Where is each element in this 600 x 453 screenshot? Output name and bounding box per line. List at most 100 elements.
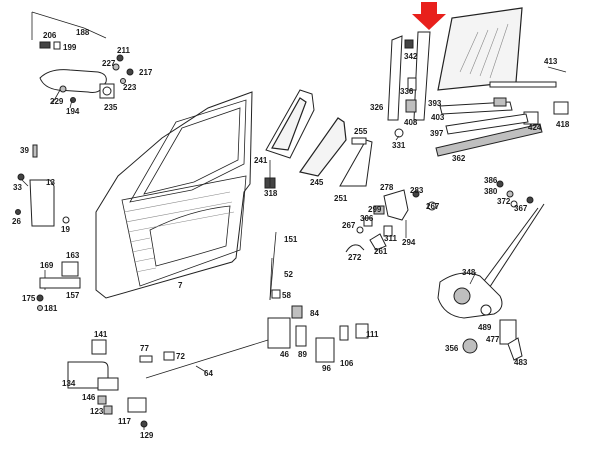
callout-134: 134 <box>62 379 76 388</box>
check-bracket-163 <box>61 261 79 277</box>
callout-89: 89 <box>298 350 307 359</box>
callout-261: 261 <box>374 247 388 256</box>
rod-64 <box>145 339 269 379</box>
callout-235: 235 <box>104 103 118 112</box>
clip-72 <box>163 351 175 361</box>
callout-229: 229 <box>50 97 64 106</box>
clip-211 <box>116 54 124 62</box>
screw-84 <box>291 305 303 319</box>
screw-146 <box>97 395 107 405</box>
door-latch-46 <box>267 317 291 349</box>
rod-272 <box>345 244 365 253</box>
regulator-arm <box>479 203 545 303</box>
lock-rods-and-latch <box>267 231 369 363</box>
screw-367 <box>526 196 534 204</box>
callout-278: 278 <box>380 183 394 192</box>
callout-241: 241 <box>254 156 268 165</box>
leader-lines <box>21 66 567 430</box>
callout-199: 199 <box>63 43 77 52</box>
clip-58 <box>271 289 281 299</box>
hinge-area <box>15 144 81 311</box>
callout-418: 418 <box>556 120 570 129</box>
callout-318: 318 <box>264 189 278 198</box>
callout-424: 424 <box>528 123 542 132</box>
callout-283: 283 <box>410 186 424 195</box>
nut-217 <box>126 68 134 76</box>
bracket-311 <box>383 225 393 237</box>
outer-handle-group <box>31 11 134 103</box>
vent-glass-245 <box>298 117 347 177</box>
bolt-33 <box>17 173 25 181</box>
washer-181 <box>37 305 43 311</box>
outer-door-handle <box>39 69 107 93</box>
callout-397: 397 <box>430 129 444 138</box>
bushing-19 <box>62 216 70 224</box>
callout-123: 123 <box>90 407 104 416</box>
door-hinge-13 <box>29 179 55 227</box>
callout-129: 129 <box>140 431 154 440</box>
pin-39 <box>32 144 38 158</box>
rod-278 <box>383 189 409 221</box>
vent-window-frames <box>264 89 373 189</box>
rod-151 <box>269 231 277 301</box>
crank-483 <box>507 337 523 361</box>
clip-342 <box>404 39 414 49</box>
bushing-267a <box>427 201 437 211</box>
callout-111: 111 <box>366 330 379 339</box>
callout-251: 251 <box>334 194 348 203</box>
callout-386: 386 <box>484 176 498 185</box>
callout-331: 331 <box>392 141 406 150</box>
callout-157: 157 <box>66 291 80 300</box>
washer-380 <box>506 190 514 198</box>
callout-413: 413 <box>544 57 558 66</box>
callout-labels: 188 206 199 211 227 217 223 229 194 235 … <box>12 28 570 440</box>
callout-342: 342 <box>404 52 418 61</box>
belt-strip-362 <box>435 123 543 157</box>
bolt-386 <box>496 180 504 188</box>
callout-267-b: 267 <box>342 221 356 230</box>
lock-linkage <box>345 189 437 253</box>
washer-223 <box>120 78 126 84</box>
nut-372 <box>510 200 518 208</box>
callout-306: 306 <box>360 214 374 223</box>
cover-111 <box>355 323 369 339</box>
guide-rail-highlighted <box>413 31 431 121</box>
stop-336 <box>407 77 417 91</box>
callout-58: 58 <box>282 291 291 300</box>
callout-211: 211 <box>117 46 130 55</box>
callout-206: 206 <box>43 31 57 40</box>
lower-channel-413 <box>489 81 557 88</box>
latch-plate-89 <box>295 325 307 347</box>
callout-367: 367 <box>514 204 528 213</box>
lever-299 <box>373 205 385 215</box>
callout-117: 117 <box>118 417 131 426</box>
callout-141: 141 <box>94 330 108 339</box>
callout-299: 299 <box>368 205 382 214</box>
callout-408: 408 <box>404 118 418 127</box>
belt-seal-397 <box>445 113 529 135</box>
callout-169: 169 <box>40 261 54 270</box>
callout-26: 26 <box>12 217 21 226</box>
callout-39: 39 <box>20 146 29 155</box>
callout-217: 217 <box>139 68 153 77</box>
gear-356 <box>462 338 478 354</box>
roller-489 <box>480 304 492 316</box>
screw-26 <box>15 209 21 215</box>
clip-106 <box>339 325 349 341</box>
bolt-175 <box>36 294 44 302</box>
callout-483: 483 <box>514 358 528 367</box>
clip-77 <box>139 355 153 363</box>
rear-channel-326 <box>387 35 403 121</box>
striker-96 <box>315 337 335 363</box>
callout-380: 380 <box>484 187 498 196</box>
callout-348: 348 <box>462 268 476 277</box>
callout-267-a: 267 <box>426 202 440 211</box>
callout-64: 64 <box>204 369 213 378</box>
window-channels <box>387 31 431 138</box>
callout-77: 77 <box>140 344 149 353</box>
regulator-assembly <box>437 180 545 361</box>
callout-311: 311 <box>384 234 397 243</box>
callout-188: 188 <box>76 28 90 37</box>
callout-84: 84 <box>310 309 319 318</box>
